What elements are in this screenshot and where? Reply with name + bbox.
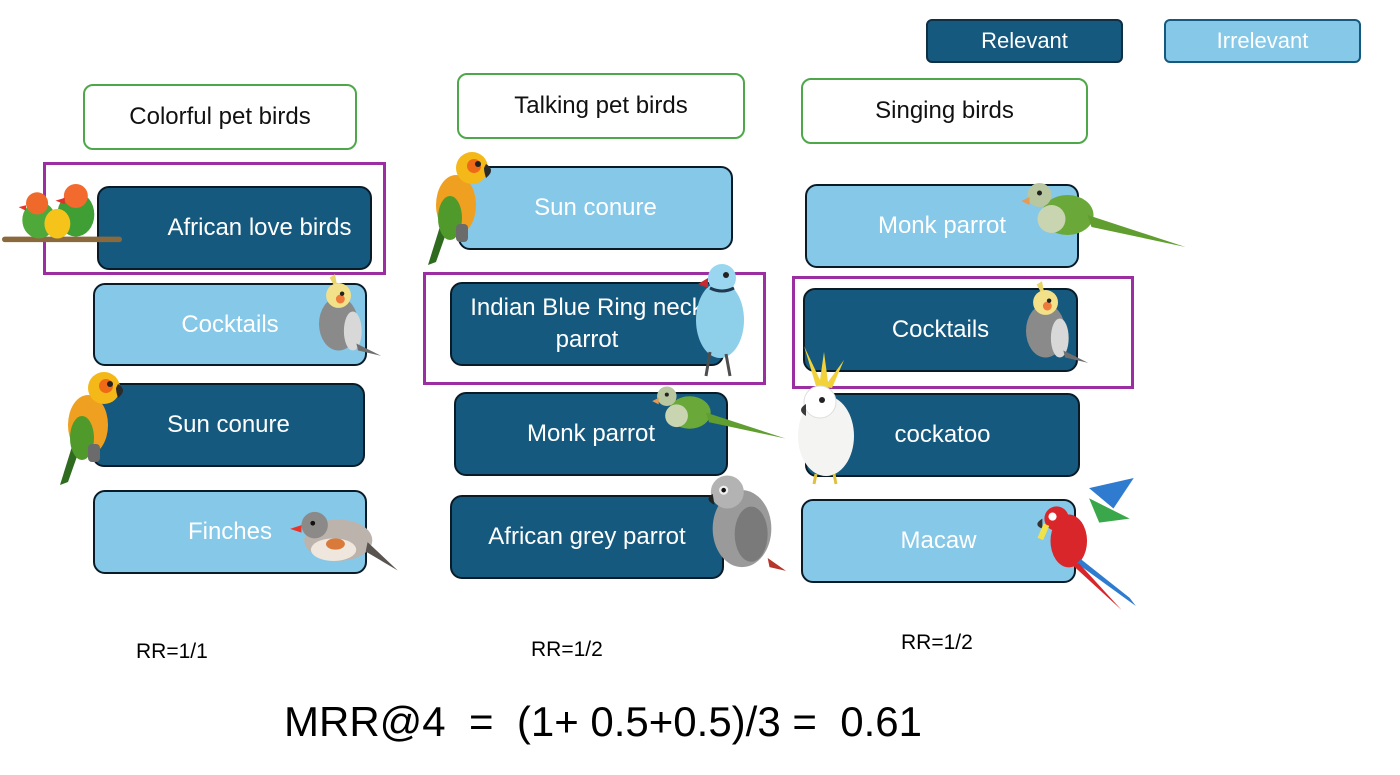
- result-sun-conure: Sun conure: [458, 166, 733, 250]
- result-sun-conure: Sun conure: [92, 383, 365, 467]
- result-african-grey-parrot: African grey parrot: [450, 495, 724, 579]
- monk-parrot-icon: [648, 380, 788, 445]
- first-relevant-highlight: [423, 272, 766, 385]
- african-grey-icon: [692, 470, 792, 580]
- monk-parrot-icon: [1015, 175, 1190, 255]
- result-macaw: Macaw: [801, 499, 1076, 583]
- rr-singing-birds: RR=1/2: [901, 631, 973, 654]
- query-talking-pet-birds: Talking pet birds: [457, 73, 745, 139]
- legend-relevant: Relevant: [926, 19, 1123, 63]
- query-singing-birds: Singing birds: [801, 78, 1088, 144]
- sun-conure-icon: [52, 365, 132, 495]
- result-african-love-birds: African love birds: [97, 186, 372, 270]
- rr-colorful-pet-birds: RR=1/1: [136, 640, 208, 663]
- cockatiel-icon: [303, 265, 383, 365]
- blue-ringneck-icon: [680, 260, 760, 380]
- cockatoo-icon: [790, 342, 860, 490]
- result-indian-blue-ring-neck-parrot: Indian Blue Ring neck parrot: [450, 282, 724, 366]
- first-relevant-highlight: [792, 276, 1134, 389]
- lovebirds-icon: [2, 180, 122, 260]
- rr-talking-pet-birds: RR=1/2: [531, 638, 603, 661]
- cockatiel-icon: [1010, 272, 1090, 372]
- finch-icon: [283, 493, 403, 578]
- sun-conure-icon: [420, 145, 500, 275]
- query-colorful-pet-birds: Colorful pet birds: [83, 84, 357, 150]
- legend-irrelevant: Irrelevant: [1164, 19, 1361, 63]
- macaw-icon: [1028, 478, 1140, 610]
- mrr-formula: MRR@4 = (1+ 0.5+0.5)/3 = 0.61: [284, 698, 922, 745]
